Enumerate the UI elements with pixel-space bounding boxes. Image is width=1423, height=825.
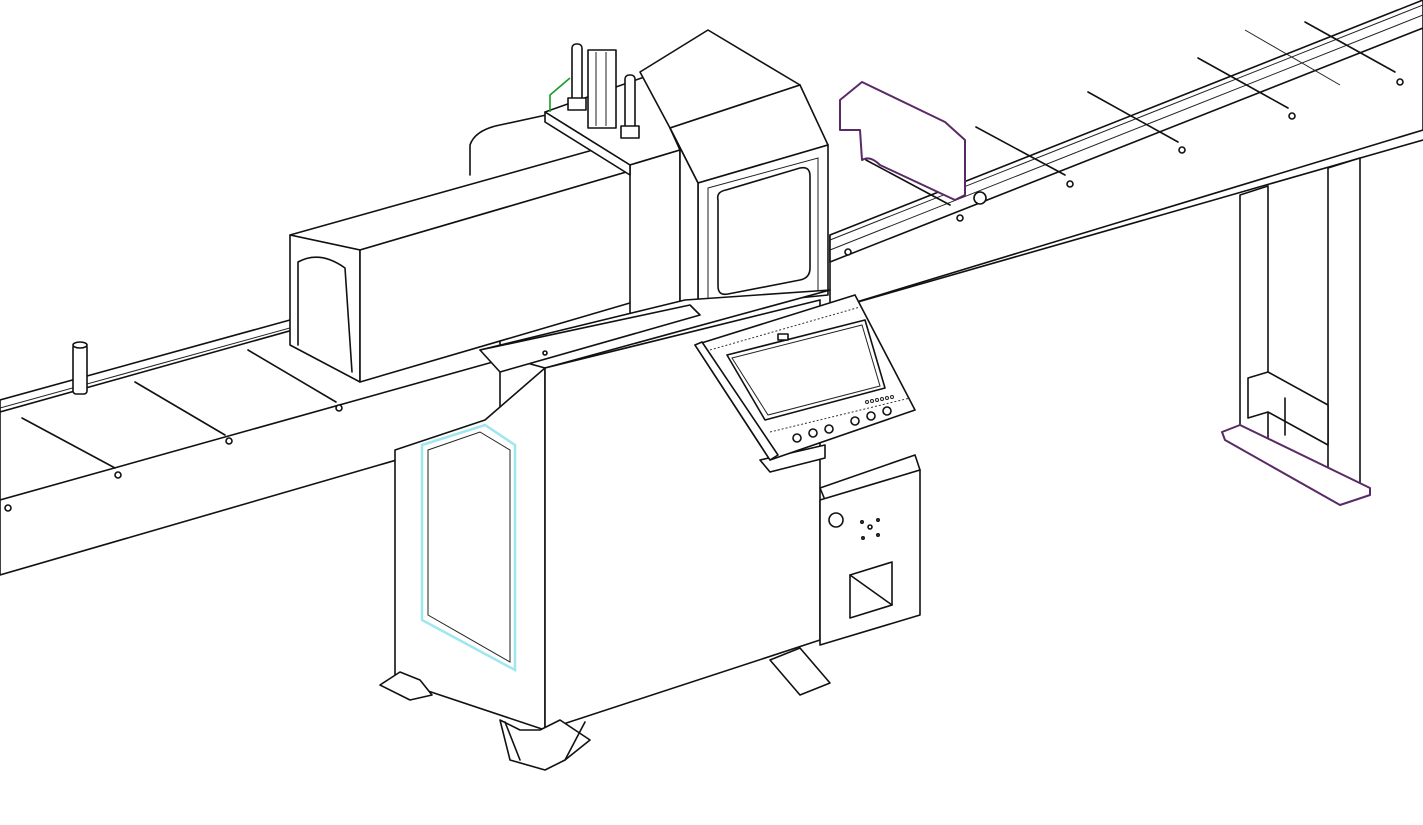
panel-button-6[interactable]: [882, 406, 892, 416]
side-access-door: [420, 423, 517, 673]
outfeed-conveyor: [829, 0, 1423, 506]
status-indicators: [865, 395, 894, 404]
guard-rail: [469, 111, 561, 176]
feed-tunnel: [289, 147, 641, 383]
roller-set: [844, 21, 1404, 256]
saw-hood: [639, 29, 829, 311]
power-button-icon[interactable]: [828, 512, 844, 528]
pneumatic-cylinders: [549, 43, 640, 139]
panel-button-1[interactable]: [792, 433, 802, 443]
cable-port: [849, 561, 893, 619]
stop-plate: [839, 81, 987, 205]
roller-set: [4, 349, 343, 512]
panel-button-3[interactable]: [824, 424, 834, 434]
panel-button-5[interactable]: [866, 411, 876, 421]
electrical-box: [819, 454, 921, 646]
touch-screen[interactable]: [726, 319, 886, 421]
panel-button-2[interactable]: [808, 428, 818, 438]
leveling-feet: [379, 647, 831, 771]
support-leg: [1221, 157, 1371, 506]
panel-buttons: [792, 406, 892, 443]
control-panel: [694, 294, 916, 473]
air-hose: [549, 77, 571, 112]
panel-button-4[interactable]: [850, 416, 860, 426]
vent-screw-pattern: [859, 517, 880, 540]
material-stop-post: [72, 341, 88, 395]
cabinet-top-plate: [479, 304, 701, 373]
camera-icon: [777, 333, 789, 341]
